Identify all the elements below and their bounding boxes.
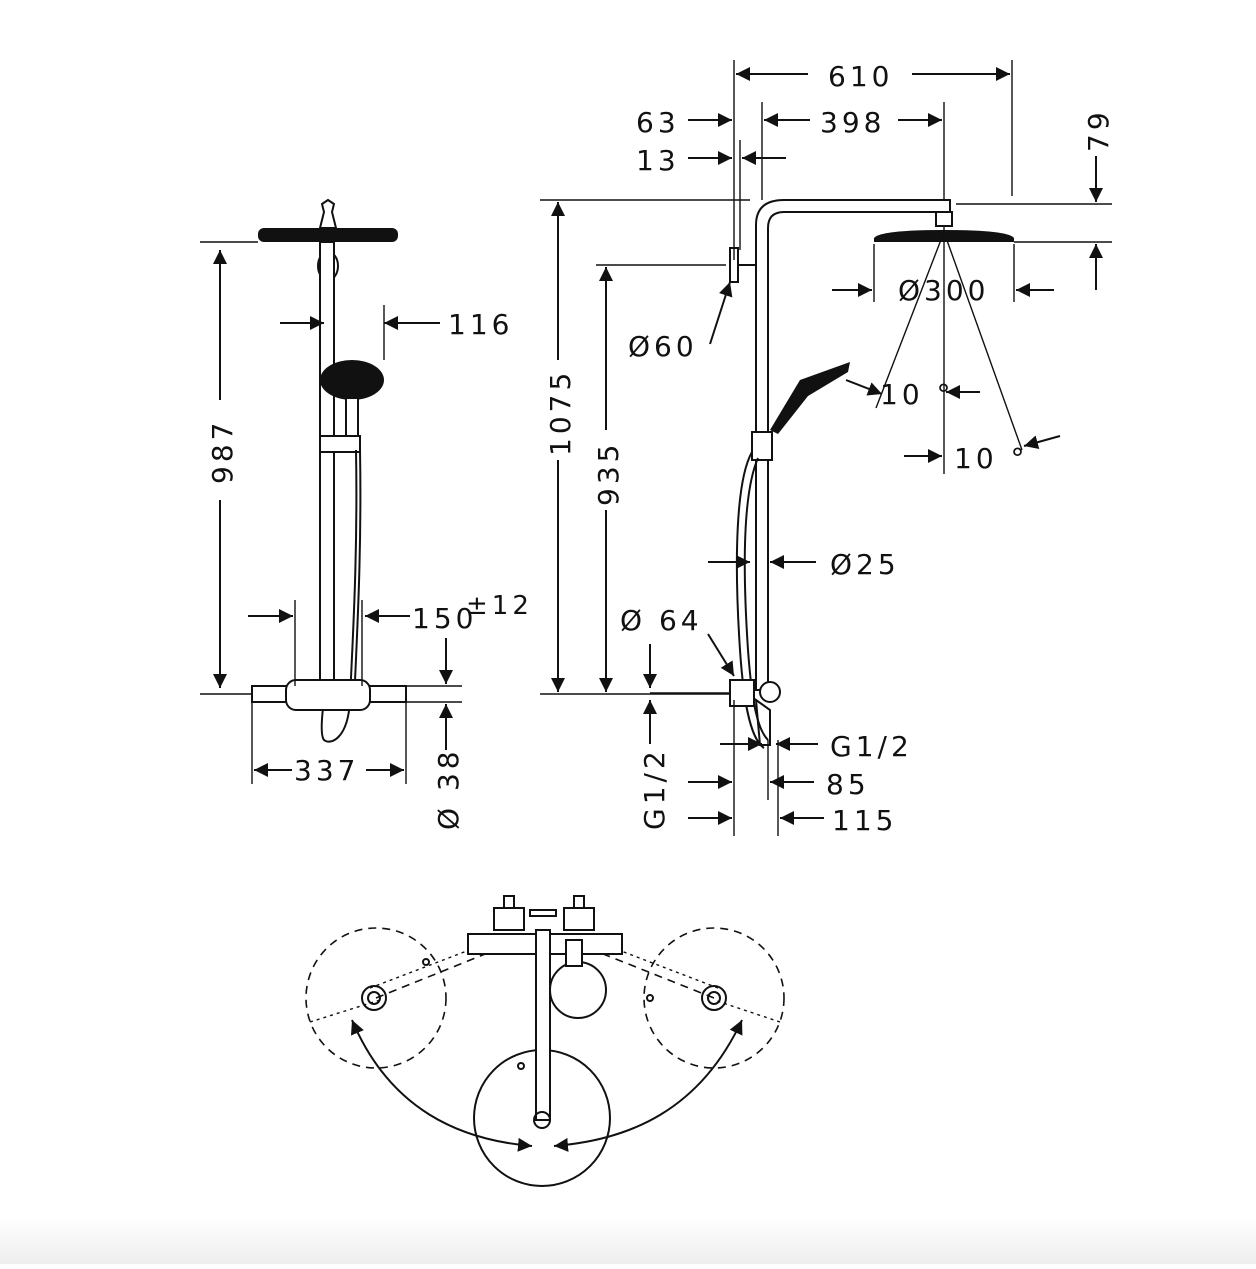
dim-g12-left: G1/2 [638,747,671,830]
dim-g12-right: G1/2 [830,730,913,763]
hose-side [735,451,765,749]
dim-935: 935 [592,441,625,506]
page-bottom-band [0,1218,1256,1264]
dim-63: 63 [636,106,680,139]
front-view: 987 116 150 ±12 Ø 38 337 [200,198,533,830]
top-view [305,895,785,1187]
dim-150: 150 [412,602,477,635]
dim-13: 13 [636,144,680,177]
dim-diam-60: Ø60 [628,330,698,363]
dim-116: 116 [448,308,513,341]
riser-pipe-front [319,241,335,691]
dim-1075: 1075 [544,369,577,456]
hand-shower-side [770,362,850,434]
side-view: 610 63 398 13 79 Ø300 1075 [540,60,1115,837]
dim-610: 610 [828,60,893,93]
slider-bracket [319,435,361,453]
dim-115: 115 [832,804,897,837]
dim-79: 79 [1082,108,1115,152]
dim-diam-38: Ø 38 [432,747,465,830]
dim-398: 398 [820,106,885,139]
arm-top [535,929,551,1121]
dim-337: 337 [294,754,359,787]
hand-shower-front [320,360,384,400]
swing-range-right [643,927,785,1069]
dim-150-tolerance: ±12 [466,591,533,621]
swing-range-left [305,927,447,1069]
overhead-shower-front [258,228,398,242]
dim-85: 85 [826,768,870,801]
hand-shower-top [549,961,607,1019]
dim-diam-300: Ø300 [898,274,989,307]
dim-diam-64: Ø 64 [620,604,703,637]
shower-connector [318,198,338,229]
dim-987: 987 [206,419,239,484]
dim-diam-25: Ø25 [830,548,900,581]
dim-tilt-10a: 10 ° [880,378,955,411]
swing-arc-right [553,1019,743,1152]
swing-arc-left [351,1019,533,1152]
dim-tilt-10b: 10 ° [954,442,1029,475]
